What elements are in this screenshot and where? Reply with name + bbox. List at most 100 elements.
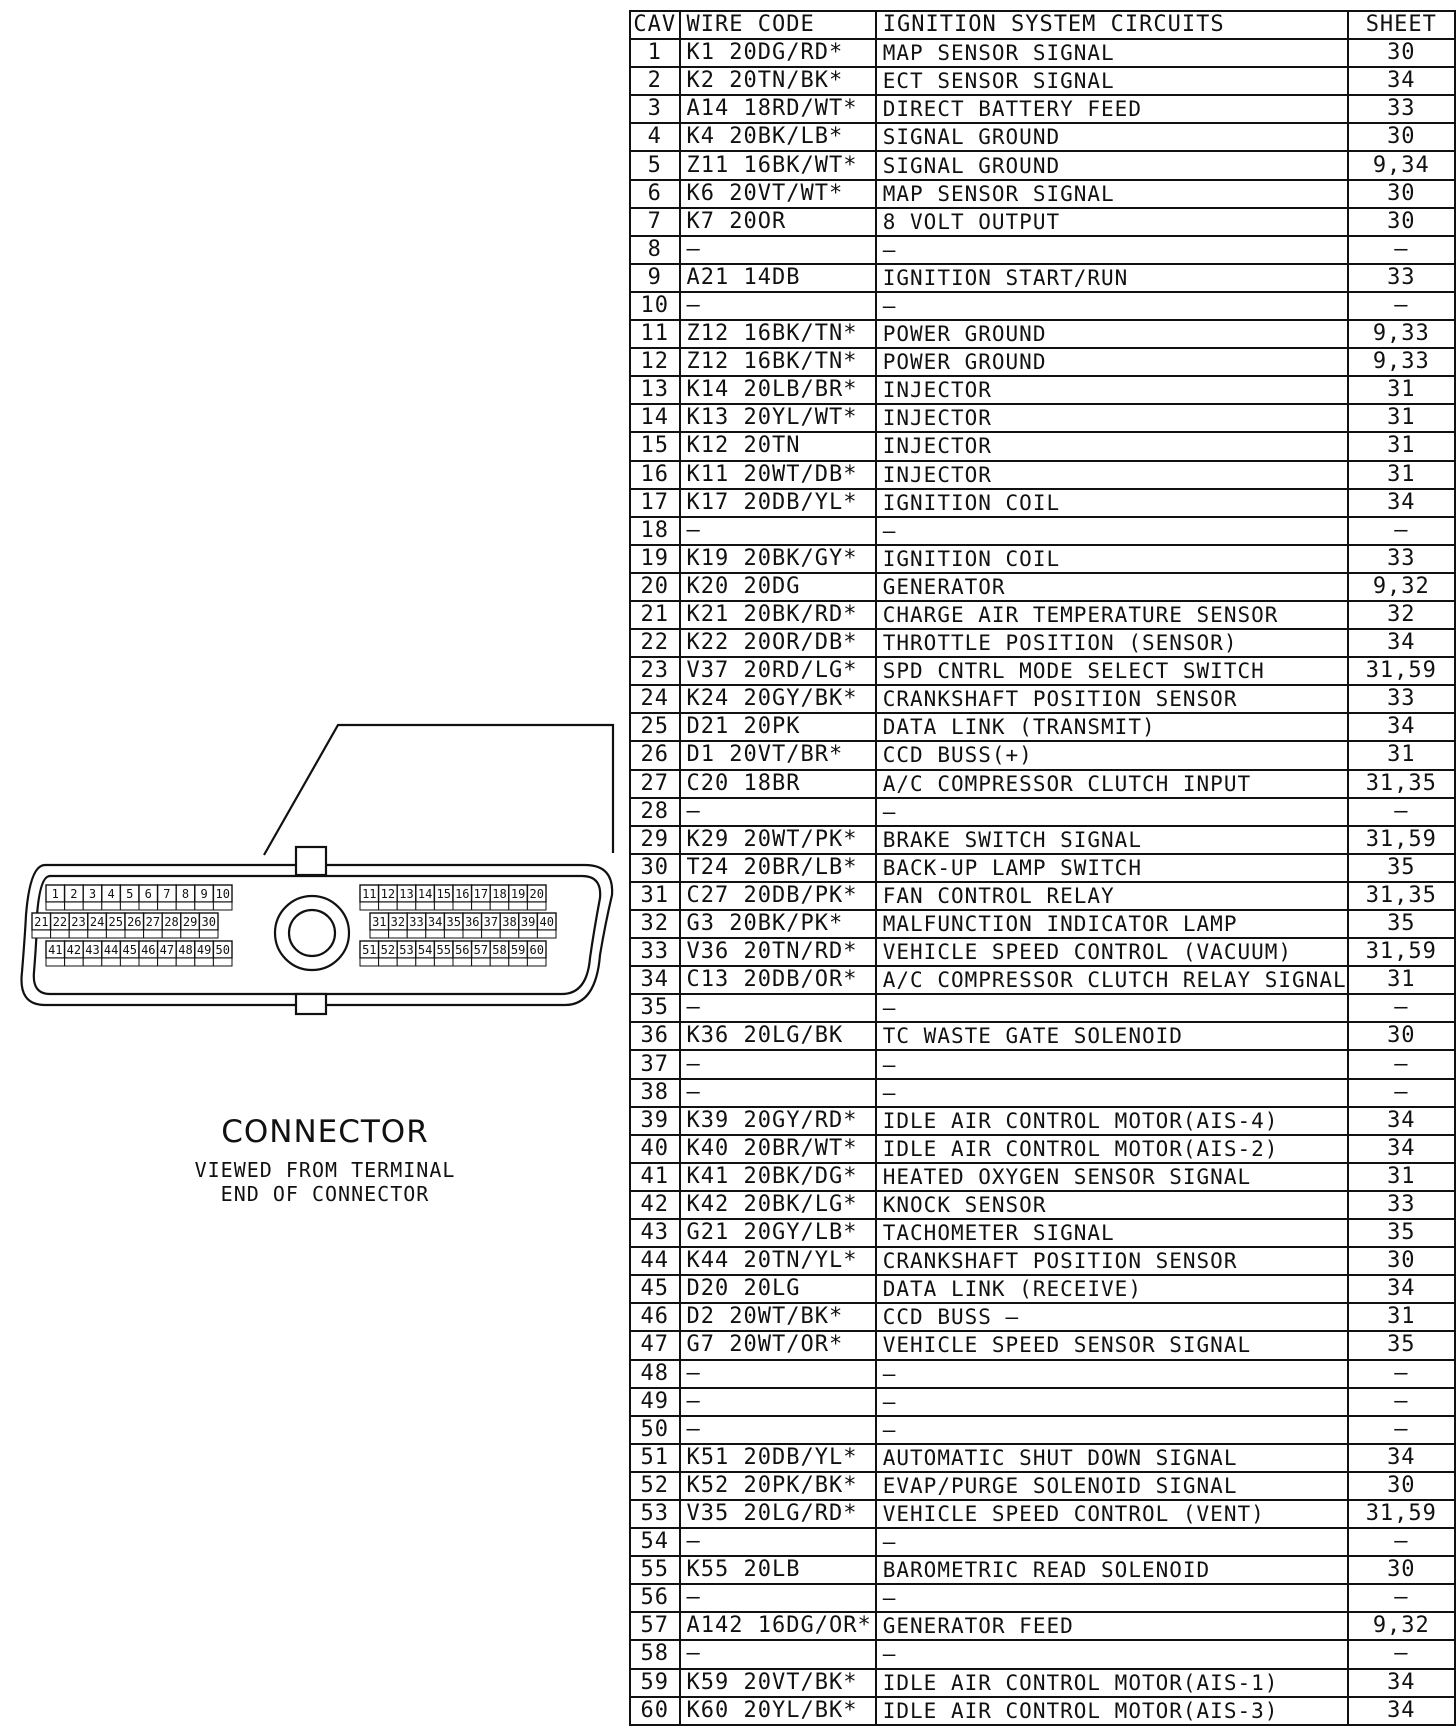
- cell-wire-code: K41 20BK/DG*: [678, 1161, 877, 1192]
- cell-circuit: EVAP/PURGE SOLENOID SIGNAL: [874, 1470, 1349, 1501]
- cell-wire-code: K7 20OR: [678, 206, 877, 237]
- connector-pin-latch: [433, 901, 454, 911]
- cell-circuit: —: [874, 1386, 1349, 1417]
- table-row: 49———: [629, 1386, 1456, 1417]
- cell-circuit: IDLE AIR CONTROL MOTOR(AIS-2): [874, 1133, 1349, 1164]
- cell-wire-code: —: [678, 1639, 877, 1670]
- connector-bottom-key: [294, 992, 328, 1016]
- cell-circuit: —: [874, 290, 1349, 322]
- cell-circuit: CRANKSHAFT POSITION SENSOR: [874, 684, 1349, 715]
- cell-circuit: VEHICLE SPEED CONTROL (VENT): [874, 1498, 1349, 1530]
- cell-circuit: INJECTOR: [874, 431, 1349, 462]
- connector-pin-label: 46: [141, 943, 155, 957]
- cell-cav: 1: [629, 38, 681, 69]
- table-header-row: CAV WIRE CODE IGNITION SYSTEM CIRCUITS S…: [629, 9, 1456, 41]
- connector-pin-latch: [388, 929, 408, 939]
- cell-cav: 13: [629, 375, 681, 406]
- connector-pin-label: 4: [107, 887, 114, 901]
- cell-wire-code: —: [678, 234, 877, 265]
- connector-pin-label: 34: [428, 915, 442, 929]
- cell-sheet: 34: [1346, 1667, 1456, 1698]
- table-row: 56———: [629, 1583, 1456, 1614]
- cell-circuit: INJECTOR: [874, 375, 1349, 406]
- connector-pin-label: 32: [391, 915, 405, 929]
- cell-wire-code: K59 20VT/BK*: [678, 1667, 877, 1698]
- table-row: 35———: [629, 993, 1456, 1024]
- cell-wire-code: C27 20DB/PK*: [678, 880, 877, 912]
- cell-wire-code: C13 20DB/OR*: [678, 965, 877, 996]
- connector-pin-latch: [87, 929, 107, 939]
- connector-pin-label: 53: [399, 943, 413, 957]
- cell-cav: 23: [629, 656, 681, 687]
- cell-circuit: —: [874, 515, 1349, 546]
- cell-cav: 49: [629, 1386, 681, 1417]
- cell-sheet: —: [1346, 234, 1456, 265]
- table-row: 48———: [629, 1358, 1456, 1389]
- connector-pin-label: 36: [465, 915, 479, 929]
- cell-circuit: POWER GROUND: [874, 319, 1349, 350]
- connector-pin-label: 7: [163, 887, 170, 901]
- connector-pin-latch: [499, 929, 520, 939]
- cell-cav: 40: [629, 1133, 681, 1164]
- cell-cav: 12: [629, 347, 681, 378]
- table-row: 28———: [629, 796, 1456, 827]
- cell-wire-code: —: [678, 796, 877, 827]
- cell-wire-code: G21 20GY/LB*: [678, 1218, 877, 1249]
- connector-pin-label: 57: [474, 943, 488, 957]
- cell-wire-code: D2 20WT/BK*: [678, 1302, 877, 1333]
- cell-circuit: CHARGE AIR TEMPERATURE SENSOR: [874, 599, 1349, 631]
- connector-pin-latch: [471, 901, 491, 911]
- table-row: 58———: [629, 1639, 1456, 1670]
- cell-sheet: —: [1346, 796, 1456, 827]
- cell-circuit: SIGNAL GROUND: [874, 150, 1349, 181]
- connector-pin-latch: [481, 929, 501, 939]
- cell-wire-code: K17 20DB/YL*: [678, 487, 877, 518]
- cell-circuit: THROTTLE POSITION (SENSOR): [874, 628, 1349, 659]
- connector-pin-label: 2: [70, 887, 77, 901]
- connector-pin-label: 15: [436, 887, 450, 901]
- cell-cav: 11: [629, 319, 681, 350]
- cell-cav: 29: [629, 824, 681, 855]
- cell-wire-code: K11 20WT/DB*: [678, 459, 877, 490]
- cell-sheet: 9,32: [1346, 571, 1456, 602]
- cell-sheet: 33: [1346, 543, 1456, 574]
- cell-sheet: 31: [1346, 375, 1456, 406]
- table-row: 18———: [629, 515, 1456, 546]
- cell-wire-code: K40 20BR/WT*: [678, 1133, 877, 1164]
- connector-pin-latch: [378, 901, 398, 911]
- cell-wire-code: Z12 16BK/TN*: [678, 347, 877, 378]
- connector-pin-label: 3: [89, 887, 96, 901]
- cell-wire-code: V35 20LG/RD*: [678, 1498, 877, 1530]
- cell-wire-code: K6 20VT/WT*: [678, 178, 877, 209]
- connector-pin-latch: [82, 901, 103, 911]
- cell-sheet: 31,59: [1346, 937, 1456, 968]
- cell-sheet: 30: [1346, 1555, 1456, 1586]
- connector-pin-label: 27: [146, 915, 160, 929]
- cell-cav: 6: [629, 178, 681, 209]
- header-wire-code: WIRE CODE: [678, 9, 877, 41]
- cell-cav: 59: [629, 1667, 681, 1698]
- cell-cav: 41: [629, 1161, 681, 1192]
- cell-sheet: 32: [1346, 599, 1456, 631]
- connector-pin-label: 58: [492, 943, 506, 957]
- cell-sheet: 30: [1346, 122, 1456, 153]
- connector-pin-latch: [462, 929, 483, 939]
- cell-wire-code: K1 20DG/RD*: [678, 38, 877, 69]
- connector-pin-latch: [124, 929, 145, 939]
- cell-cav: 24: [629, 684, 681, 715]
- cell-wire-code: K60 20YL/BK*: [678, 1695, 877, 1726]
- cell-cav: 10: [629, 290, 681, 322]
- connector-pin-label: 11: [362, 887, 376, 901]
- cell-sheet: 30: [1346, 1246, 1456, 1277]
- cell-wire-code: G7 20WT/OR*: [678, 1330, 877, 1361]
- cell-cav: 21: [629, 599, 681, 631]
- cell-circuit: SIGNAL GROUND: [874, 122, 1349, 153]
- table-row: 38———: [629, 1077, 1456, 1108]
- connector-pin-latch: [526, 901, 547, 911]
- cell-wire-code: —: [678, 1077, 877, 1108]
- connector-pin-latch: [452, 901, 473, 911]
